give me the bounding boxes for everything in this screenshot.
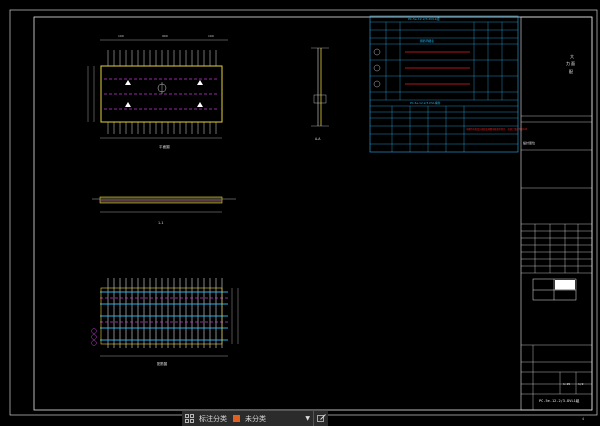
- category-color-swatch: [233, 415, 240, 422]
- drawing-number: PC-5e-12-2/3-DVL1組: [539, 398, 580, 403]
- svg-text:900: 900: [162, 34, 168, 38]
- rebar-view: 配筋圖: [91, 278, 239, 366]
- annotate-category-label[interactable]: 标注分类: [199, 414, 227, 423]
- annotation-status-bar: 标注分类 未分类 ▼: [182, 410, 328, 426]
- section-aa-view: A-A: [311, 47, 329, 141]
- section-aa-caption: A-A: [315, 137, 321, 141]
- scale-value: 1:25: [563, 382, 570, 386]
- plan-caption: 平面圖: [159, 144, 170, 149]
- category-select-value[interactable]: 未分类: [245, 414, 266, 423]
- sheet-value: 1/2: [578, 382, 584, 386]
- company-line-4: 配: [569, 69, 573, 74]
- svg-text:100: 100: [208, 34, 214, 38]
- table-mid-header: PC-5e-12-2/3-DVL構件: [410, 101, 441, 105]
- title-block: 大 力 面 配 設計單位 PC-5e-12-2/3-DVL1組 1:25 1/2…: [520, 16, 593, 421]
- rebar-table: PC-5e-12-2/3-DVL1組 鋼筋明細表 PC-5e-12-2/3-DV…: [369, 15, 528, 153]
- company-line-1: 大: [570, 53, 574, 59]
- company-line-2: 力: [566, 60, 570, 66]
- table-sub-header: 鋼筋明細表: [420, 39, 434, 43]
- project-label: 設計單位: [523, 140, 535, 145]
- plan-view: 100 900 100: [87, 34, 228, 149]
- company-line-3: 面: [571, 61, 575, 66]
- section-11-caption: 1-1: [158, 221, 164, 225]
- rebar-caption: 配筋圖: [157, 361, 168, 366]
- chevron-down-icon[interactable]: ▼: [305, 415, 310, 422]
- grid-icon[interactable]: [182, 411, 196, 426]
- page-corner-number: 4: [582, 417, 584, 421]
- edit-icon[interactable]: [313, 411, 328, 426]
- table-header: PC-5e-12-2/3-DVL1組: [408, 16, 440, 21]
- svg-text:100: 100: [118, 34, 124, 38]
- table-note: 本構件按照設計圖紙及相關規範要求製作，混凝土強度等級C40: [466, 127, 528, 131]
- section-11-view: 1-1: [92, 196, 236, 225]
